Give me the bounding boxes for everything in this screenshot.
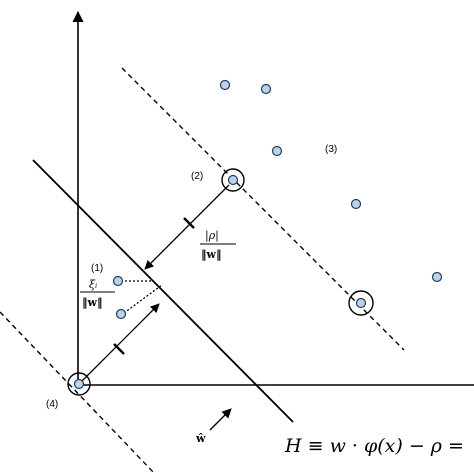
label-1: (1)	[91, 263, 103, 274]
lower-margin-line	[0, 311, 156, 474]
data-point	[227, 174, 239, 186]
origin-tick	[113, 343, 125, 355]
upper-margin-line	[121, 67, 405, 351]
rho-fraction-denominator: ‖w‖	[201, 248, 221, 261]
support-vector-rings	[67, 168, 374, 396]
data-point	[112, 275, 124, 287]
normal-vector-label: ŵ	[195, 432, 206, 445]
data-point	[73, 378, 85, 390]
data-point	[431, 271, 443, 283]
label-2: (2)	[191, 171, 203, 182]
label-3: (3)	[325, 144, 337, 155]
data-point	[271, 145, 283, 157]
rho-tick	[183, 217, 195, 229]
data-point	[355, 297, 367, 309]
xi-fraction-numerator: ξᵢ	[89, 278, 97, 291]
slack-dotted-line	[123, 284, 163, 314]
rho-distance-arrow	[144, 184, 230, 270]
hyperplane-equation: H ≡ w · φ(x) − ρ =	[284, 435, 464, 457]
hyperplane-line	[32, 159, 294, 423]
origin-distance-arrow	[81, 303, 160, 382]
rho-fraction-numerator: |ρ|	[205, 229, 219, 243]
normal-vector-arrow	[209, 408, 232, 431]
data-point	[219, 79, 231, 91]
support-vector-ring	[67, 372, 91, 396]
data-point	[260, 83, 272, 95]
data-point	[350, 198, 362, 210]
data-points	[73, 79, 443, 390]
support-vector-ring	[221, 168, 245, 192]
label-4: (4)	[46, 399, 58, 410]
support-vector-ring	[348, 290, 374, 316]
data-point	[115, 308, 127, 320]
xi-fraction-denominator: ‖w‖	[82, 296, 102, 309]
